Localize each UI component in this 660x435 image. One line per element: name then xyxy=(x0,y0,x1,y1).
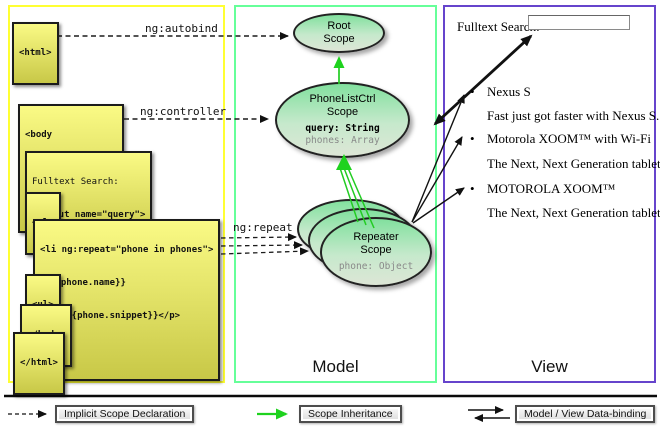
code-line: <li ng:repeat="phone in phones"> xyxy=(40,245,214,255)
view-item-title: MOTOROLA XOOM™ xyxy=(487,181,616,196)
code-line: {{phone.name}} xyxy=(50,278,126,288)
phonelist-scope-title-line2: Scope xyxy=(326,106,359,118)
repeater-scope-prop-phone: phone: Object xyxy=(338,261,414,272)
code-line: <body xyxy=(25,130,53,140)
code-line: Fulltext Search: xyxy=(32,177,119,187)
code-box-html-close: </html> xyxy=(13,332,65,395)
bullet-dot: • xyxy=(470,131,475,146)
root-scope-ellipse: Root Scope xyxy=(293,13,385,53)
view-item-desc: The Next, Next Generation tablet. xyxy=(487,205,660,220)
phonelist-scope-prop-query: query: String xyxy=(305,123,380,134)
view-item-title: Motorola XOOM™ with Wi-Fi xyxy=(487,131,652,146)
fulltext-search-input[interactable] xyxy=(528,15,630,30)
view-item-desc: Fast just got faster with Nexus S. xyxy=(487,108,660,123)
legend-implicit-scope-declaration: Implicit Scope Declaration xyxy=(55,405,195,423)
bullet-dot: • xyxy=(470,84,475,99)
view-column-label: View xyxy=(531,357,568,376)
legend-scope-inheritance: Scope Inheritance xyxy=(299,405,402,423)
code-box-li-repeat: <li ng:repeat="phone in phones"> {{phone… xyxy=(33,219,221,381)
code-line: <p>{{phone.snippet}}</p> xyxy=(50,311,181,321)
repeater-scope-title-line2: Scope xyxy=(360,244,392,256)
code-line: </html> xyxy=(20,358,58,368)
phonelist-scope-title-line1: PhoneListCtrl xyxy=(309,93,376,105)
bullet-dot: • xyxy=(470,181,475,196)
ng-controller-label: ng:controller xyxy=(140,105,227,118)
root-scope-title-line1: Root xyxy=(327,20,351,32)
model-column: Model xyxy=(234,5,437,383)
code-box-html-open: <html> xyxy=(12,22,59,85)
legend-model-view-data-binding: Model / View Data-binding xyxy=(515,405,656,423)
model-column-label: Model xyxy=(312,357,359,376)
code-line: <html> xyxy=(19,48,52,58)
fulltext-search-label: Fulltext Search: xyxy=(457,19,540,34)
root-scope-title-line2: Scope xyxy=(323,33,355,45)
phonelistctrl-scope-ellipse: PhoneListCtrl Scope query: String phones… xyxy=(275,82,410,158)
phonelist-scope-prop-phones: phones: Array xyxy=(305,135,380,146)
repeater-scope-title-line1: Repeater xyxy=(353,231,399,243)
repeater-scope-ellipse-front: Repeater Scope phone: Object xyxy=(320,217,432,287)
view-item-title: Nexus S xyxy=(487,84,531,99)
view-item-desc: The Next, Next Generation tablet. xyxy=(487,156,660,171)
ng-autobind-label: ng:autobind xyxy=(145,22,218,35)
ng-repeat-label: ng:repeat xyxy=(233,221,293,234)
